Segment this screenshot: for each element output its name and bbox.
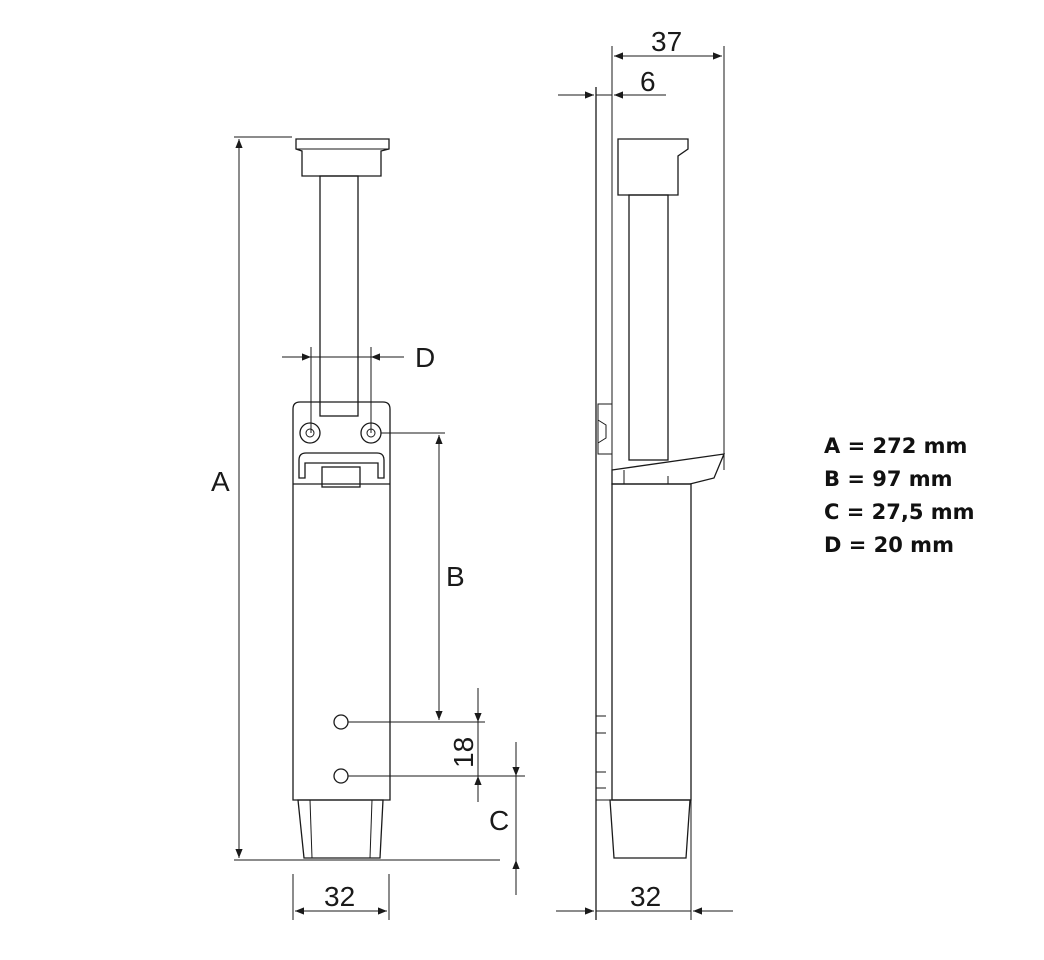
side-latch-wedge bbox=[611, 453, 726, 485]
legend-item-a: A = 272 mm bbox=[824, 434, 968, 458]
label-c: C bbox=[489, 805, 509, 836]
side-view: 37 6 32 bbox=[556, 26, 733, 920]
side-body bbox=[611, 483, 692, 801]
front-mount-hole-upper bbox=[333, 714, 349, 730]
label-32-side: 32 bbox=[630, 881, 661, 912]
front-latch-bracket bbox=[298, 452, 385, 479]
label-18: 18 bbox=[448, 737, 479, 768]
side-rubber-foot bbox=[609, 799, 691, 859]
legend-item-b: B = 97 mm bbox=[824, 467, 953, 491]
label-32-front: 32 bbox=[324, 881, 355, 912]
front-rubber-foot bbox=[297, 799, 384, 859]
label-a: A bbox=[211, 466, 230, 497]
label-6: 6 bbox=[640, 66, 656, 97]
front-plunger-rod bbox=[319, 175, 359, 417]
front-view: A D B 18 C 32 bbox=[211, 136, 525, 920]
legend-item-c: C = 27,5 mm bbox=[824, 500, 975, 524]
side-hinge-detail bbox=[597, 403, 613, 455]
front-body bbox=[292, 401, 391, 801]
dimension-legend: A = 272 mm B = 97 mm C = 27,5 mm D = 20 … bbox=[824, 430, 975, 562]
front-screw-hole-left bbox=[299, 422, 321, 444]
front-mount-hole-lower bbox=[333, 768, 349, 784]
front-top-cap bbox=[295, 138, 390, 177]
legend-item-d: D = 20 mm bbox=[824, 533, 954, 557]
label-b: B bbox=[446, 561, 465, 592]
side-pedal-housing bbox=[617, 138, 689, 196]
label-37: 37 bbox=[651, 26, 682, 57]
front-latch-block bbox=[321, 466, 361, 488]
label-d: D bbox=[415, 342, 435, 373]
side-plunger-rod bbox=[628, 194, 669, 461]
